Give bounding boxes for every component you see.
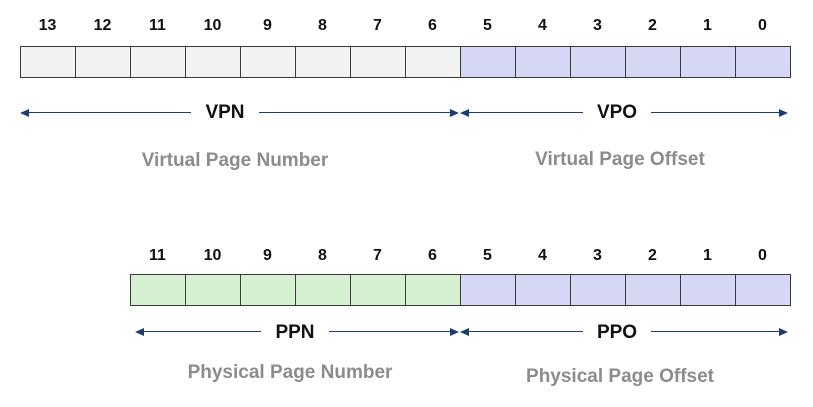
vpn-left-arrowhead (20, 109, 29, 117)
ppn-span-line-left (141, 331, 261, 332)
vpn-span-line-right (259, 112, 452, 113)
physical-page-number-bit-cell (185, 274, 241, 306)
physical-page-offset-bit-cell (735, 274, 791, 306)
bit-index-label: 9 (263, 17, 272, 34)
virtual-page-offset-bit-cell (570, 46, 626, 78)
physical-page-number-bit-cell (350, 274, 406, 306)
bit-index-label: 3 (593, 247, 602, 264)
bit-index-label: 11 (149, 247, 166, 264)
vpn-right-arrowhead (450, 109, 459, 117)
bit-index-label: 1 (703, 247, 712, 264)
virtual-page-number-bit-cell (130, 46, 186, 78)
bit-index-label: 7 (373, 247, 382, 264)
physical-page-number-bit-cell (130, 274, 186, 306)
ppo-left-arrowhead (460, 328, 469, 336)
physical-page-number-bit-cell (240, 274, 296, 306)
virtual-page-number-bit-cell (295, 46, 351, 78)
vpn-label: VPN (191, 102, 259, 124)
vpo-left-arrowhead (460, 109, 469, 117)
bit-index-label: 8 (318, 17, 327, 34)
ppn-caption: Physical Page Number (187, 362, 393, 383)
ppo-span-line-right (651, 331, 781, 332)
physical-page-offset-bit-cell (460, 274, 516, 306)
physical-page-number-bit-cell (295, 274, 351, 306)
physical-page-offset-bit-cell (680, 274, 736, 306)
virtual-page-number-bit-cell (405, 46, 461, 78)
ppo-caption: Physical Page Offset (526, 366, 714, 387)
bit-index-label: 0 (758, 247, 767, 264)
vpn-span-line-left (26, 112, 191, 113)
vpo-right-arrowhead (779, 109, 788, 117)
bit-index-label: 5 (483, 17, 492, 34)
bit-index-label: 10 (203, 17, 222, 34)
bit-index-label: 1 (703, 17, 712, 34)
virtual-page-offset-bit-cell (515, 46, 571, 78)
bit-index-label: 12 (93, 17, 112, 34)
bit-index-label: 13 (38, 17, 57, 34)
ppn-label: PPN (261, 322, 329, 344)
virtual-page-number-bit-cell (75, 46, 131, 78)
vpo-span-line-left (466, 112, 583, 113)
virtual-page-offset-bit-cell (460, 46, 516, 78)
physical-page-number-bit-cell (405, 274, 461, 306)
virtual-page-offset-bit-cell (625, 46, 681, 78)
physical-page-offset-bit-cell (625, 274, 681, 306)
bit-index-label: 4 (538, 247, 547, 264)
bit-index-label: 2 (648, 17, 657, 34)
virtual-page-offset-bit-cell (680, 46, 736, 78)
virtual-page-number-bit-cell (185, 46, 241, 78)
virtual-page-number-bit-cell (350, 46, 406, 78)
vpo-label: VPO (583, 102, 651, 124)
bit-index-label: 11 (149, 17, 166, 34)
ppo-span-line-left (466, 331, 583, 332)
bit-index-label: 2 (648, 247, 657, 264)
bit-index-label: 0 (758, 17, 767, 34)
vpn-caption: Virtual Page Number (141, 150, 329, 171)
bit-index-label: 5 (483, 247, 492, 264)
bit-index-label: 4 (538, 17, 547, 34)
physical-page-offset-bit-cell (570, 274, 626, 306)
bit-index-label: 6 (428, 247, 437, 264)
ppn-right-arrowhead (450, 328, 459, 336)
ppn-span-line-right (329, 331, 452, 332)
bit-index-label: 3 (593, 17, 602, 34)
vpo-caption: Virtual Page Offset (535, 149, 705, 170)
bit-index-label: 10 (203, 247, 222, 264)
vpo-span-line-right (651, 112, 781, 113)
physical-page-offset-bit-cell (515, 274, 571, 306)
virtual-page-offset-bit-cell (735, 46, 791, 78)
bit-index-label: 7 (373, 17, 382, 34)
ppo-right-arrowhead (779, 328, 788, 336)
virtual-page-number-bit-cell (20, 46, 76, 78)
bit-index-label: 9 (263, 247, 272, 264)
bit-index-label: 8 (318, 247, 327, 264)
bit-index-label: 6 (428, 17, 437, 34)
ppn-left-arrowhead (135, 328, 144, 336)
virtual-page-number-bit-cell (240, 46, 296, 78)
ppo-label: PPO (583, 322, 651, 344)
